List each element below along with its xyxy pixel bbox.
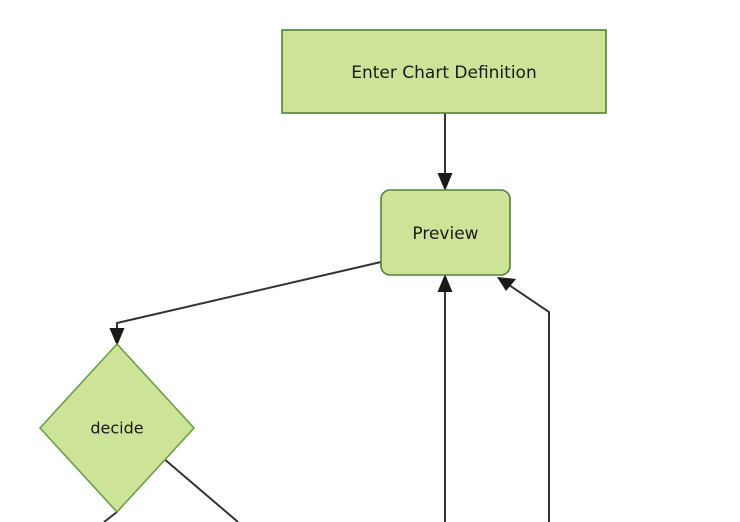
node-label-preview: Preview bbox=[412, 224, 478, 244]
edge-return-right-to-preview bbox=[497, 277, 550, 522]
node-label-decide: decide bbox=[90, 419, 143, 438]
edge-line bbox=[103, 511, 118, 522]
node-preview[interactable]: Preview bbox=[380, 189, 511, 276]
node-shape-rectangle bbox=[281, 29, 607, 114]
node-shape-diamond bbox=[38, 342, 196, 514]
edge-preview-to-decide bbox=[109, 261, 382, 346]
arrow-head-up-icon bbox=[437, 274, 453, 292]
arrow-head-down-icon bbox=[109, 328, 125, 346]
edge-line bbox=[162, 457, 239, 522]
node-label-enter-chart-definition: Enter Chart Definition bbox=[351, 63, 536, 83]
edge-enter-to-preview bbox=[437, 113, 453, 191]
arrow-head-upleft-icon bbox=[497, 277, 516, 291]
node-shape-rounded-rectangle bbox=[380, 189, 511, 276]
node-decide[interactable]: decide bbox=[38, 342, 196, 514]
edge-decide-out-right bbox=[162, 457, 239, 522]
edge-line bbox=[116, 261, 382, 335]
arrow-head-down-icon bbox=[437, 173, 453, 191]
edge-line bbox=[505, 282, 550, 522]
edge-decide-out-bottom bbox=[103, 511, 118, 522]
node-enter-chart-definition[interactable]: Enter Chart Definition bbox=[281, 29, 607, 114]
edge-return-center-to-preview bbox=[437, 274, 453, 522]
